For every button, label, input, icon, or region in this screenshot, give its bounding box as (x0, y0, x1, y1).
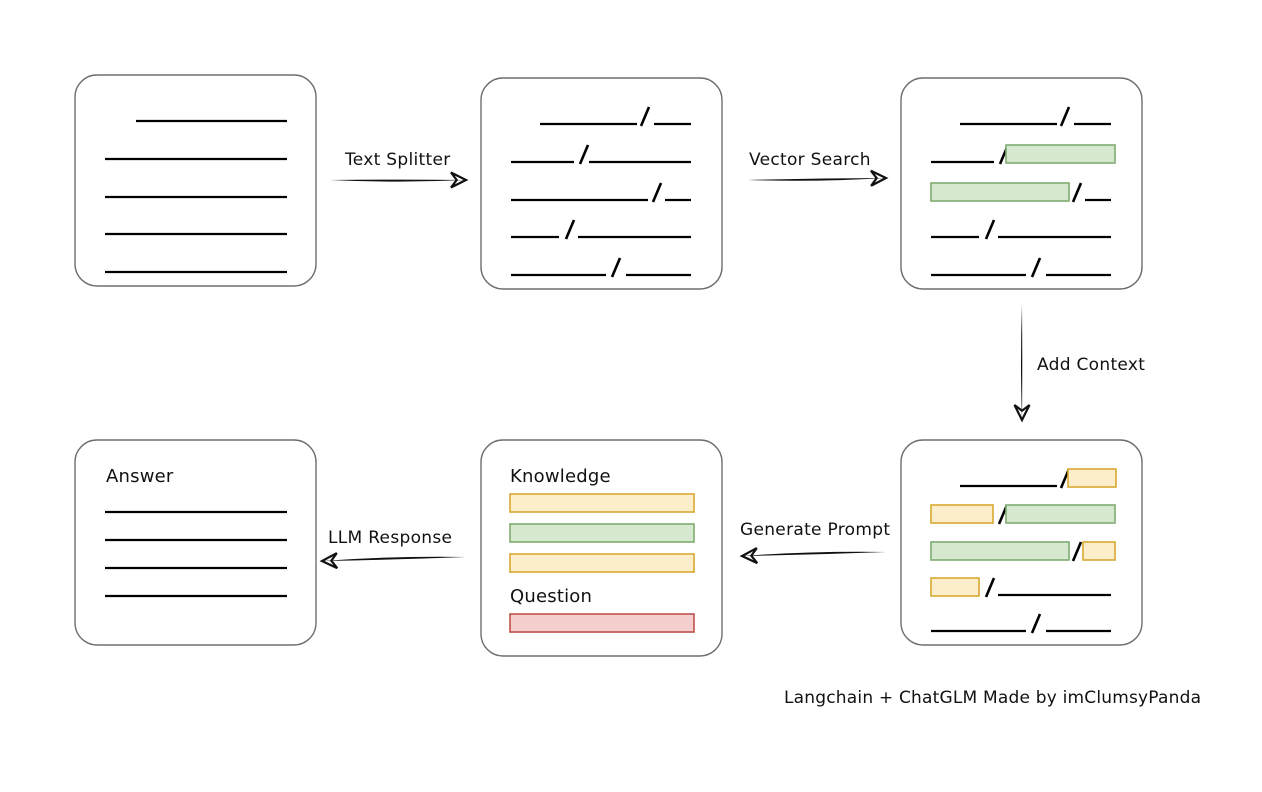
vector-search-shaft (748, 178, 886, 181)
add-context-arrowhead (1013, 404, 1031, 423)
context-added-chunks-box-row (960, 468, 1117, 489)
highlight-green-segment (1005, 504, 1116, 524)
generate-prompt-edge: Generate Prompt (739, 520, 890, 565)
generate-prompt-shaft (742, 551, 886, 556)
separator-slash (984, 577, 996, 598)
answer-heading: Answer (106, 466, 174, 487)
knowledge-heading: Knowledge (510, 466, 611, 487)
highlight-yellow-segment (1082, 541, 1116, 561)
source-document-box-frame (74, 74, 317, 287)
llm-response-shaft (322, 556, 466, 561)
separator-slash (651, 182, 663, 203)
highlight-green-segment (1005, 144, 1116, 164)
add-context-label: Add Context (1037, 355, 1145, 375)
llm-response-arrowhead (319, 552, 339, 570)
split-chunks-box-row (511, 182, 691, 203)
vector-search-arrowhead (870, 169, 889, 187)
vector-matched-chunks-box-row (930, 182, 1111, 203)
source-document-box (74, 74, 317, 287)
separator-slash (610, 257, 622, 278)
answer-box-frame (74, 439, 317, 646)
llm-response-label: LLM Response (328, 528, 452, 548)
context-added-chunks-box-row (930, 577, 1111, 598)
split-chunks-box-row (511, 257, 691, 278)
knowledge-bar-3 (509, 553, 695, 573)
separator-slash (578, 144, 590, 165)
split-chunks-box-row (511, 219, 691, 240)
split-chunks-box (480, 77, 723, 290)
context-added-chunks-box-row (931, 613, 1111, 634)
separator-slash (1030, 257, 1042, 278)
context-added-chunks-box (900, 439, 1143, 646)
highlight-yellow-segment (1067, 468, 1117, 488)
separator-slash (639, 106, 651, 127)
vector-search-edge: Vector Search (748, 150, 889, 187)
llm-response-edge: LLM Response (319, 528, 466, 570)
vector-matched-chunks-box-row (931, 144, 1116, 165)
answer-box: Answer (74, 439, 317, 646)
text-splitter-shaft (330, 179, 466, 182)
separator-slash (1071, 541, 1083, 562)
question-heading: Question (510, 586, 592, 607)
highlight-yellow-segment (930, 577, 980, 597)
vector-search-label: Vector Search (749, 150, 871, 170)
add-context-shaft (1021, 304, 1023, 420)
generate-prompt-arrowhead (739, 547, 759, 565)
credit-label: Langchain + ChatGLM Made by imClumsyPand… (784, 688, 1201, 708)
separator-slash (1059, 106, 1071, 127)
knowledge-bar-2 (509, 523, 695, 543)
vector-matched-chunks-box-row (931, 219, 1111, 240)
text-splitter-edge: Text Splitter (330, 150, 469, 189)
split-chunks-box-row (540, 106, 691, 127)
generate-prompt-label: Generate Prompt (740, 520, 890, 540)
highlight-green-segment (930, 182, 1070, 202)
text-splitter-label: Text Splitter (344, 150, 451, 170)
separator-slash (564, 219, 576, 240)
split-chunks-box-row (511, 144, 691, 165)
separator-slash (1071, 182, 1083, 203)
add-context-edge: Add Context (1013, 304, 1145, 423)
vector-matched-chunks-box-row (931, 257, 1111, 278)
split-chunks-box-frame (480, 77, 723, 290)
vector-matched-chunks-box-row (960, 106, 1111, 127)
highlight-yellow-segment (930, 504, 994, 524)
highlight-green-segment (930, 541, 1070, 561)
vector-matched-chunks-box (900, 77, 1143, 290)
context-added-chunks-box-row (930, 541, 1116, 562)
separator-slash (984, 219, 996, 240)
knowledge-bar-1 (509, 493, 695, 513)
question-bar-1 (509, 613, 695, 633)
separator-slash (1030, 613, 1042, 634)
text-splitter-arrowhead (450, 171, 469, 189)
context-added-chunks-box-row (930, 504, 1116, 525)
